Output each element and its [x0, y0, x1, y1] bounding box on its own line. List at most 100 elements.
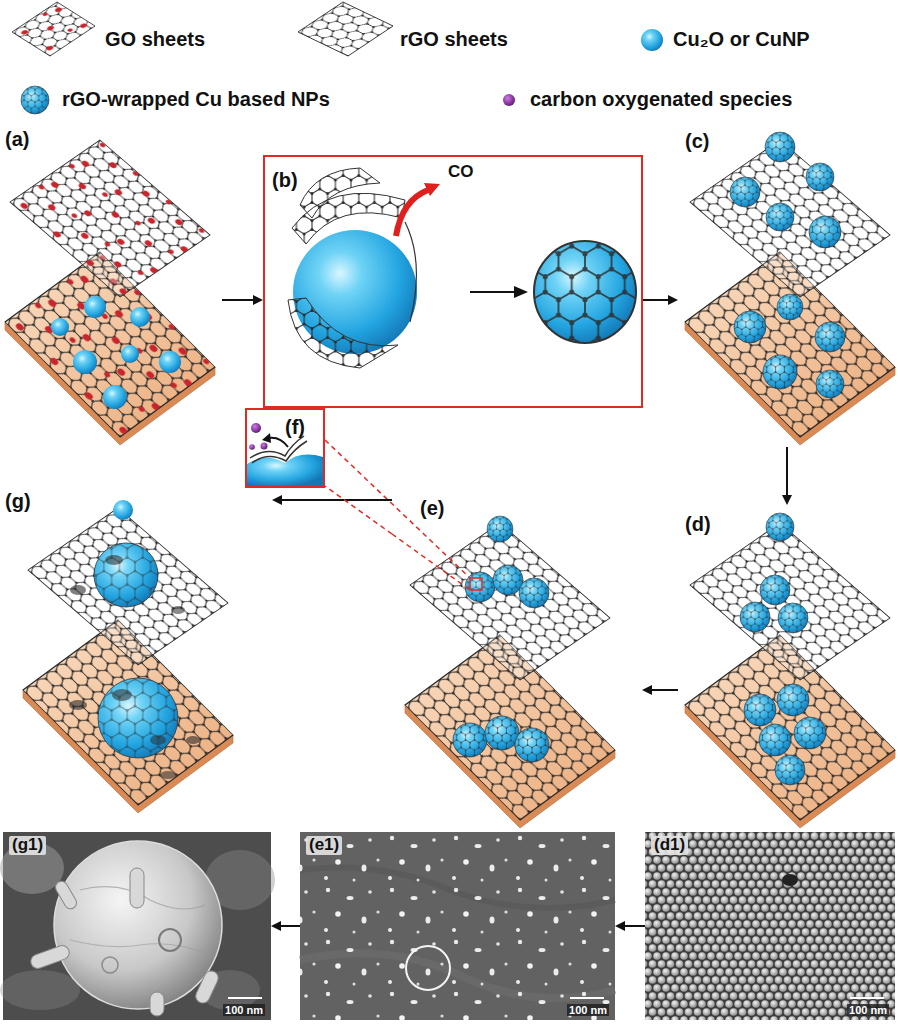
panel-d-art — [760, 575, 790, 605]
panel-g-art — [69, 700, 87, 710]
panel-g-art — [28, 508, 228, 665]
panel-c-art — [730, 177, 760, 207]
panel-b-art — [288, 168, 636, 368]
arrow-head — [668, 295, 678, 305]
panel-c-art — [766, 203, 794, 231]
panel-label: (e1) — [306, 836, 342, 855]
panel-c-art — [690, 140, 890, 297]
sem-g1 — [53, 879, 78, 911]
sem-g1 — [0, 970, 80, 1010]
sem-g1 — [102, 957, 118, 973]
legend-samples — [298, 2, 393, 56]
panel: (e) — [392, 495, 642, 826]
panel-g-art — [98, 678, 178, 758]
panel-e-art — [453, 723, 487, 757]
legend-text: carbon oxygenated species — [530, 88, 792, 110]
sem-g1 — [54, 841, 222, 1009]
sem-e1 — [300, 832, 615, 1020]
arrow-connector — [272, 495, 392, 505]
sem-e1 — [406, 946, 450, 990]
panel-label: (c) — [685, 130, 709, 152]
legend-entry: Cu₂O or CuNP — [673, 28, 810, 50]
sem-g1 — [70, 940, 210, 955]
panel-d-art — [775, 755, 805, 785]
panel-label: (d) — [685, 513, 711, 535]
zoom-box: (b)CO — [263, 155, 643, 408]
sem-g1 — [228, 997, 262, 999]
panel-g-art — [150, 735, 166, 745]
panel-d-art — [685, 513, 895, 828]
connector-line — [786, 447, 788, 497]
panel-e-art — [485, 716, 519, 750]
connector-line — [643, 299, 670, 301]
legend-text: rGO-wrapped Cu based NPs — [62, 88, 330, 110]
panel-c-art — [809, 216, 841, 248]
arrow-connector — [643, 295, 678, 305]
panel-e-art — [405, 516, 615, 828]
panel-a-art — [73, 350, 97, 374]
panel-g-art — [70, 585, 86, 595]
arrow-connector — [325, 486, 392, 534]
panel-b-art — [424, 183, 440, 196]
sem-g1 — [150, 992, 164, 1016]
legend-text: GO sheets — [105, 28, 205, 50]
arrow-connector — [782, 447, 792, 505]
arrow-connector — [222, 295, 263, 305]
panel-label-holder: (a) — [5, 128, 29, 150]
sem-image: (e1) 100 nm — [300, 832, 615, 1020]
arrow-head — [782, 495, 792, 505]
legend-samples — [12, 2, 95, 56]
panel-label-holder: (g1) — [9, 836, 46, 855]
sem-d1 — [645, 832, 895, 1020]
gas-label-holder: CO — [448, 163, 474, 182]
panel-g-art — [112, 689, 132, 701]
panel-d-art — [740, 602, 770, 632]
panel-b-art — [396, 190, 428, 236]
panel-g-art — [160, 771, 176, 779]
sem-d1 — [645, 832, 895, 1020]
panel-d-art — [766, 513, 794, 541]
panel-c-art — [685, 132, 895, 445]
panel-label: (g1) — [9, 836, 46, 855]
sem-g1 — [159, 929, 181, 951]
panel-e-art — [519, 578, 549, 608]
scale-bar-label-holder: 100 nm — [847, 1004, 889, 1016]
panel-label: (g) — [5, 490, 31, 512]
arrow-head — [615, 921, 625, 931]
panel-g-art — [105, 555, 123, 565]
panel-label: (d1) — [651, 836, 688, 855]
panel-e-art — [410, 523, 610, 680]
panel-f-art — [251, 423, 261, 433]
panel-g-art — [113, 500, 133, 520]
panel-label: (f) — [285, 416, 305, 438]
sem-image: (g1) 100 nm — [3, 832, 271, 1020]
panel-d-art — [778, 603, 808, 633]
arrow-head — [642, 685, 652, 695]
panel-d-art — [794, 717, 826, 749]
panel-g-art — [94, 543, 158, 607]
panel-f-art — [268, 438, 288, 447]
panel-label-holder: (d) — [685, 513, 711, 535]
panel-label-holder: (e1) — [306, 836, 342, 855]
panel-b-art — [470, 291, 515, 293]
legend-text: rGO sheets — [400, 28, 508, 50]
sem-g1 — [130, 868, 144, 908]
sem-d1 — [645, 832, 895, 1020]
connector-line — [279, 925, 300, 927]
scale-bar-label-holder: 100 nm — [567, 1004, 609, 1016]
panel-b-art — [514, 286, 528, 298]
legend-samples — [641, 29, 663, 51]
zoom-leader — [470, 578, 482, 590]
panel-f-art — [261, 443, 268, 450]
legend-entry: rGO sheets — [400, 28, 508, 50]
panel-f-art — [252, 441, 307, 463]
connector-line — [623, 925, 645, 927]
panel-a-art — [10, 140, 210, 297]
scale-bar-label: 100 nm — [223, 1004, 265, 1016]
panel-g-art — [23, 500, 233, 813]
panel-e-art — [493, 565, 523, 595]
legend-entry: rGO-wrapped Cu based NPs — [62, 88, 330, 110]
panel-c-art — [777, 294, 803, 320]
